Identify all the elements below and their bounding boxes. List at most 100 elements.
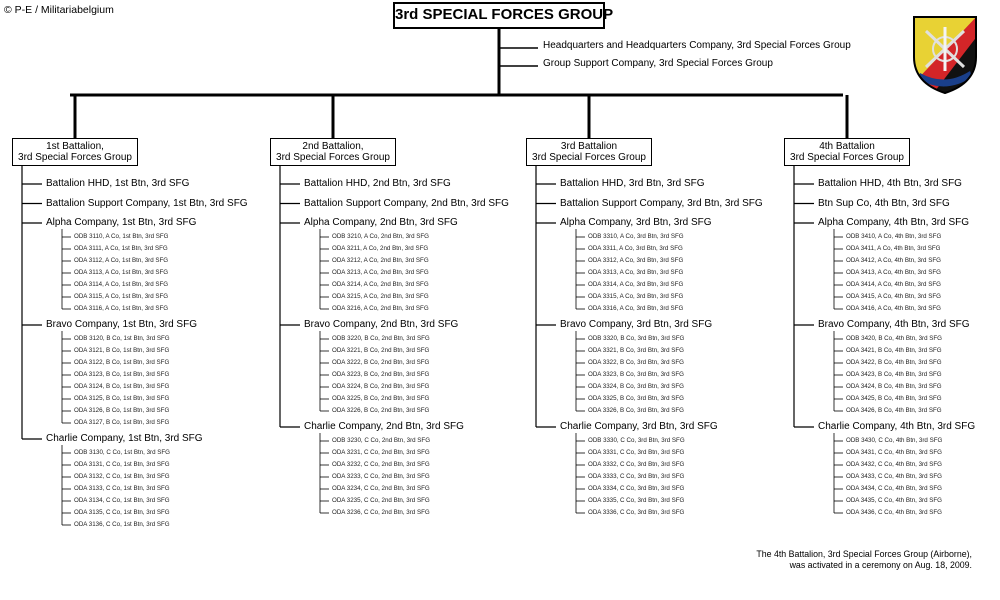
oda-team-label: ODA 3315, A Co, 3rd Btn, 3rd SFG bbox=[588, 293, 684, 300]
oda-team-label: ODA 3436, C Co, 4th Btn, 3rd SFG bbox=[846, 509, 942, 516]
oda-team-label: ODB 3330, C Co, 3rd Btn, 3rd SFG bbox=[588, 437, 685, 444]
oda-team-label: ODA 3313, A Co, 3rd Btn, 3rd SFG bbox=[588, 269, 684, 276]
battalion-name: 2nd Battalion, bbox=[302, 140, 364, 152]
oda-team-label: ODA 3334, C Co, 3rd Btn, 3rd SFG bbox=[588, 485, 685, 492]
oda-team-label: ODA 3232, C Co, 2nd Btn, 3rd SFG bbox=[332, 461, 430, 468]
battalion-name: 1st Battalion, bbox=[46, 140, 104, 152]
oda-team-label: ODA 3234, C Co, 2nd Btn, 3rd SFG bbox=[332, 485, 430, 492]
battalion-box-2: 2nd Battalion,3rd Special Forces Group bbox=[270, 138, 396, 166]
activation-note-line-2: was activated in a ceremony on Aug. 18, … bbox=[789, 560, 972, 570]
oda-team-label: ODA 3411, A Co, 4th Btn, 3rd SFG bbox=[846, 245, 941, 252]
company-label: Alpha Company, 2nd Btn, 3rd SFG bbox=[304, 217, 458, 228]
oda-team-label: ODA 3225, B Co, 2nd Btn, 3rd SFG bbox=[332, 395, 430, 402]
oda-team-label: ODA 3323, B Co, 3rd Btn, 3rd SFG bbox=[588, 371, 684, 378]
oda-team-label: ODA 3214, A Co, 2nd Btn, 3rd SFG bbox=[332, 281, 429, 288]
company-label: Alpha Company, 1st Btn, 3rd SFG bbox=[46, 217, 197, 228]
oda-team-label: ODA 3413, A Co, 4th Btn, 3rd SFG bbox=[846, 269, 941, 276]
oda-team-label: ODA 3223, B Co, 2nd Btn, 3rd SFG bbox=[332, 371, 430, 378]
oda-team-label: ODA 3235, C Co, 2nd Btn, 3rd SFG bbox=[332, 497, 430, 504]
oda-team-label: ODA 3423, B Co, 4th Btn, 3rd SFG bbox=[846, 371, 942, 378]
oda-team-label: ODB 3230, C Co, 2nd Btn, 3rd SFG bbox=[332, 437, 431, 444]
company-label: Charlie Company, 4th Btn, 3rd SFG bbox=[818, 421, 976, 432]
oda-team-label: ODA 3312, A Co, 3rd Btn, 3rd SFG bbox=[588, 257, 684, 264]
company-label: Charlie Company, 2nd Btn, 3rd SFG bbox=[304, 421, 464, 432]
oda-team-label: ODA 3326, B Co, 3rd Btn, 3rd SFG bbox=[588, 407, 684, 414]
oda-team-label: ODA 3316, A Co, 3rd Btn, 3rd SFG bbox=[588, 305, 684, 312]
oda-team-label: ODA 3331, C Co, 3rd Btn, 3rd SFG bbox=[588, 449, 685, 456]
oda-team-label: ODA 3433, C Co, 4th Btn, 3rd SFG bbox=[846, 473, 942, 480]
oda-team-label: ODA 3335, C Co, 3rd Btn, 3rd SFG bbox=[588, 497, 685, 504]
company-label: Charlie Company, 1st Btn, 3rd SFG bbox=[46, 433, 203, 444]
oda-team-label: ODA 3233, C Co, 2nd Btn, 3rd SFG bbox=[332, 473, 430, 480]
oda-team-label: ODA 3213, A Co, 2nd Btn, 3rd SFG bbox=[332, 269, 429, 276]
oda-team-label: ODA 3135, C Co, 1st Btn, 3rd SFG bbox=[74, 509, 170, 516]
oda-team-label: ODA 3431, C Co, 4th Btn, 3rd SFG bbox=[846, 449, 942, 456]
oda-team-label: ODA 3112, A Co, 1st Btn, 3rd SFG bbox=[74, 257, 169, 264]
insignia-shield-outline bbox=[913, 16, 977, 95]
company-label: Bravo Company, 1st Btn, 3rd SFG bbox=[46, 319, 197, 330]
battalion-hhd-label: Battalion HHD, 2nd Btn, 3rd SFG bbox=[304, 178, 451, 189]
oda-team-label: ODA 3333, C Co, 3rd Btn, 3rd SFG bbox=[588, 473, 685, 480]
oda-team-label: ODA 3136, C Co, 1st Btn, 3rd SFG bbox=[74, 521, 170, 528]
battalion-support-company-label: Battalion Support Company, 2nd Btn, 3rd … bbox=[304, 197, 509, 209]
battalion-hhd-label: Battalion HHD, 1st Btn, 3rd SFG bbox=[46, 178, 190, 189]
oda-team-label: ODA 3222, B Co, 2nd Btn, 3rd SFG bbox=[332, 359, 430, 366]
battalion-support-company-label: Btn Sup Co, 4th Btn, 3rd SFG bbox=[818, 197, 950, 209]
company-label: Charlie Company, 3rd Btn, 3rd SFG bbox=[560, 421, 718, 432]
oda-team-label: ODA 3324, B Co, 3rd Btn, 3rd SFG bbox=[588, 383, 684, 390]
oda-team-label: ODA 3424, B Co, 4th Btn, 3rd SFG bbox=[846, 383, 942, 390]
oda-team-label: ODA 3115, A Co, 1st Btn, 3rd SFG bbox=[74, 293, 169, 300]
special-forces-insignia-icon bbox=[913, 16, 977, 95]
copyright-text: © P-E / Militariabelgium bbox=[4, 4, 114, 16]
oda-team-label: ODA 3416, A Co, 4th Btn, 3rd SFG bbox=[846, 305, 941, 312]
oda-team-label: ODA 3215, A Co, 2nd Btn, 3rd SFG bbox=[332, 293, 429, 300]
oda-team-label: ODA 3422, B Co, 4th Btn, 3rd SFG bbox=[846, 359, 942, 366]
oda-team-label: ODA 3434, C Co, 4th Btn, 3rd SFG bbox=[846, 485, 942, 492]
oda-team-label: ODA 3134, C Co, 1st Btn, 3rd SFG bbox=[74, 497, 170, 504]
oda-team-label: ODA 3426, B Co, 4th Btn, 3rd SFG bbox=[846, 407, 942, 414]
oda-team-label: ODA 3123, B Co, 1st Btn, 3rd SFG bbox=[74, 371, 170, 378]
oda-team-label: ODB 3410, A Co, 4th Btn, 3rd SFG bbox=[846, 233, 942, 240]
oda-team-label: ODB 3320, B Co, 3rd Btn, 3rd SFG bbox=[588, 335, 685, 342]
battalion-group-name: 3rd Special Forces Group bbox=[276, 152, 390, 163]
group-title-box: 3rd SPECIAL FORCES GROUP bbox=[393, 2, 613, 29]
oda-team-label: ODB 3310, A Co, 3rd Btn, 3rd SFG bbox=[588, 233, 684, 240]
oda-team-label: ODB 3210, A Co, 2nd Btn, 3rd SFG bbox=[332, 233, 429, 240]
oda-team-label: ODA 3116, A Co, 1st Btn, 3rd SFG bbox=[74, 305, 169, 312]
oda-team-label: ODA 3435, C Co, 4th Btn, 3rd SFG bbox=[846, 497, 942, 504]
battalion-hhd-label: Battalion HHD, 4th Btn, 3rd SFG bbox=[818, 178, 962, 189]
insignia-motto-ribbon bbox=[918, 71, 972, 87]
oda-team-label: ODA 3425, B Co, 4th Btn, 3rd SFG bbox=[846, 395, 942, 402]
oda-team-label: ODA 3211, A Co, 2nd Btn, 3rd SFG bbox=[332, 245, 429, 252]
battalion-hhd-label: Battalion HHD, 3rd Btn, 3rd SFG bbox=[560, 178, 705, 189]
oda-team-label: ODA 3236, C Co, 2nd Btn, 3rd SFG bbox=[332, 509, 430, 516]
oda-team-label: ODA 3114, A Co, 1st Btn, 3rd SFG bbox=[74, 281, 169, 288]
oda-team-label: ODA 3113, A Co, 1st Btn, 3rd SFG bbox=[74, 269, 169, 276]
hq-company-label: Headquarters and Headquarters Company, 3… bbox=[543, 40, 851, 51]
company-label: Bravo Company, 2nd Btn, 3rd SFG bbox=[304, 319, 459, 330]
battalion-group-name: 3rd Special Forces Group bbox=[532, 152, 646, 163]
oda-team-label: ODA 3126, B Co, 1st Btn, 3rd SFG bbox=[74, 407, 170, 414]
oda-team-label: ODB 3110, A Co, 1st Btn, 3rd SFG bbox=[74, 233, 169, 240]
activation-note-line-1: The 4th Battalion, 3rd Special Forces Gr… bbox=[756, 549, 972, 559]
oda-team-label: ODA 3212, A Co, 2nd Btn, 3rd SFG bbox=[332, 257, 429, 264]
oda-team-label: ODA 3322, B Co, 3rd Btn, 3rd SFG bbox=[588, 359, 684, 366]
oda-team-label: ODA 3412, A Co, 4th Btn, 3rd SFG bbox=[846, 257, 941, 264]
oda-team-label: ODA 3125, B Co, 1st Btn, 3rd SFG bbox=[74, 395, 170, 402]
company-label: Bravo Company, 3rd Btn, 3rd SFG bbox=[560, 319, 713, 330]
oda-team-label: ODA 3332, C Co, 3rd Btn, 3rd SFG bbox=[588, 461, 685, 468]
activation-note: The 4th Battalion, 3rd Special Forces Gr… bbox=[712, 549, 972, 571]
oda-team-label: ODA 3132, C Co, 1st Btn, 3rd SFG bbox=[74, 473, 170, 480]
oda-team-label: ODA 3321, B Co, 3rd Btn, 3rd SFG bbox=[588, 347, 684, 354]
battalion-box-1: 1st Battalion,3rd Special Forces Group bbox=[12, 138, 138, 166]
oda-team-label: ODA 3111, A Co, 1st Btn, 3rd SFG bbox=[74, 245, 168, 252]
oda-team-label: ODA 3231, C Co, 2nd Btn, 3rd SFG bbox=[332, 449, 430, 456]
oda-team-label: ODA 3432, C Co, 4th Btn, 3rd SFG bbox=[846, 461, 942, 468]
oda-team-label: ODA 3216, A Co, 2nd Btn, 3rd SFG bbox=[332, 305, 429, 312]
oda-team-label: ODA 3414, A Co, 4th Btn, 3rd SFG bbox=[846, 281, 941, 288]
oda-team-label: ODA 3122, B Co, 1st Btn, 3rd SFG bbox=[74, 359, 170, 366]
battalion-support-company-label: Battalion Support Company, 1st Btn, 3rd … bbox=[46, 197, 248, 209]
